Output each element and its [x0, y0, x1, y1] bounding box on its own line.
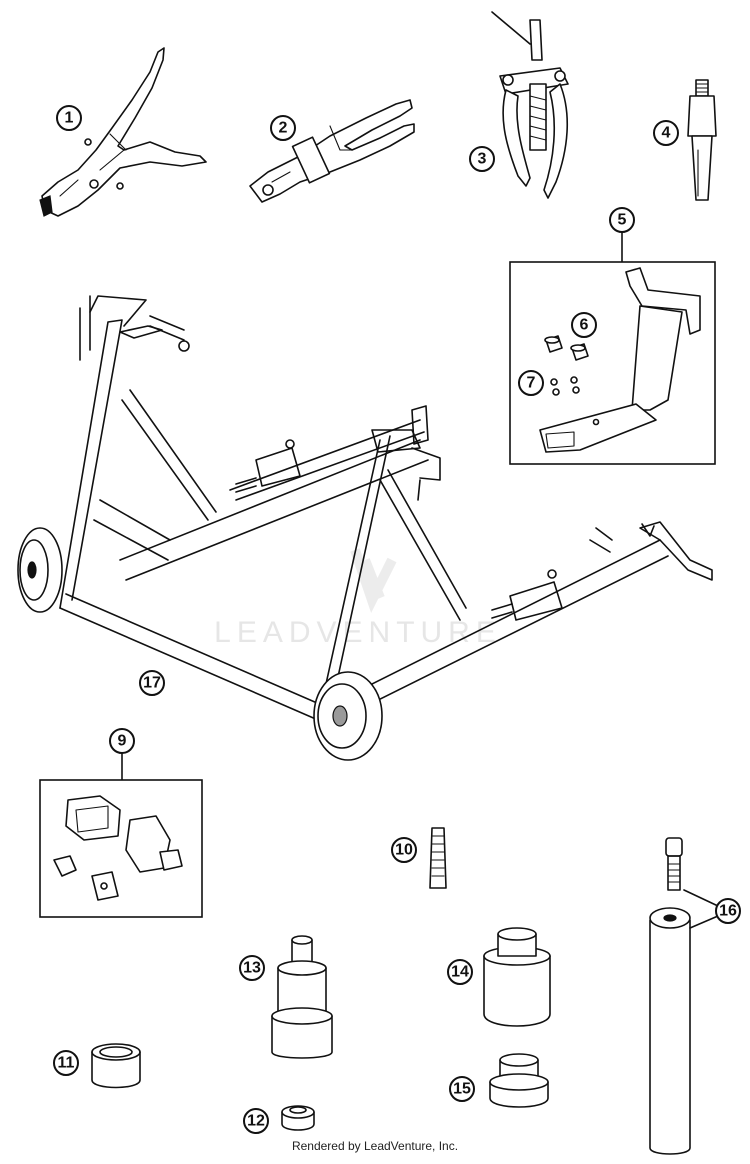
part-17-work-stand — [17, 295, 713, 761]
svg-text:15: 15 — [453, 1081, 471, 1098]
callout-12: 12 — [243, 1108, 269, 1134]
part-16-tube-bolt — [649, 837, 719, 1155]
part-11-sleeve — [91, 1043, 141, 1089]
callout-4: 4 — [653, 120, 679, 146]
part-3-puller — [491, 11, 569, 199]
svg-text:16: 16 — [719, 903, 737, 920]
callout-5: 5 — [609, 207, 635, 233]
part-15-bushing — [489, 1053, 549, 1108]
callout-13: 13 — [239, 955, 265, 981]
callout-7: 7 — [518, 370, 544, 396]
callout-14: 14 — [447, 959, 473, 985]
callout-6: 6 — [571, 312, 597, 338]
svg-text:17: 17 — [143, 675, 161, 692]
callout-9: 9 — [109, 728, 135, 754]
svg-text:3: 3 — [478, 151, 487, 168]
callout-11: 11 — [53, 1050, 79, 1076]
svg-text:5: 5 — [618, 212, 627, 229]
part-6-screws — [544, 335, 589, 361]
box-9 — [39, 779, 203, 918]
credit-text: Rendered by LeadVenture, Inc. — [291, 1139, 459, 1153]
svg-text:13: 13 — [243, 960, 261, 977]
part-12-cap — [281, 1105, 315, 1131]
svg-text:12: 12 — [247, 1113, 265, 1130]
svg-text:2: 2 — [279, 120, 288, 137]
callout-3: 3 — [469, 146, 495, 172]
svg-text:14: 14 — [451, 964, 469, 981]
svg-text:7: 7 — [527, 375, 536, 392]
svg-text:9: 9 — [118, 733, 127, 750]
svg-text:6: 6 — [580, 317, 589, 334]
part-1-pliers — [39, 47, 207, 217]
callout-1: 1 — [56, 105, 82, 131]
part-4-punch — [687, 79, 717, 201]
callout-16: 16 — [715, 898, 741, 924]
callout-2: 2 — [270, 115, 296, 141]
part-14-ring — [483, 927, 551, 1027]
part-5-bracket — [539, 267, 701, 453]
watermark: LEADVENTURE — [214, 548, 502, 649]
svg-text:11: 11 — [58, 1055, 75, 1072]
svg-text:10: 10 — [395, 842, 413, 859]
part-10-insert — [429, 827, 447, 889]
part-7-nuts — [550, 376, 580, 396]
part-9-tool-kit — [53, 795, 183, 901]
callout-17: 17 — [139, 670, 165, 696]
svg-text:1: 1 — [65, 110, 74, 127]
callout-15: 15 — [449, 1076, 475, 1102]
callout-10: 10 — [391, 837, 417, 863]
part-13-mandrel — [271, 935, 333, 1059]
part-2-clamp-pliers — [249, 99, 415, 203]
svg-text:4: 4 — [662, 125, 671, 142]
watermark-text: LEADVENTURE — [214, 616, 502, 649]
